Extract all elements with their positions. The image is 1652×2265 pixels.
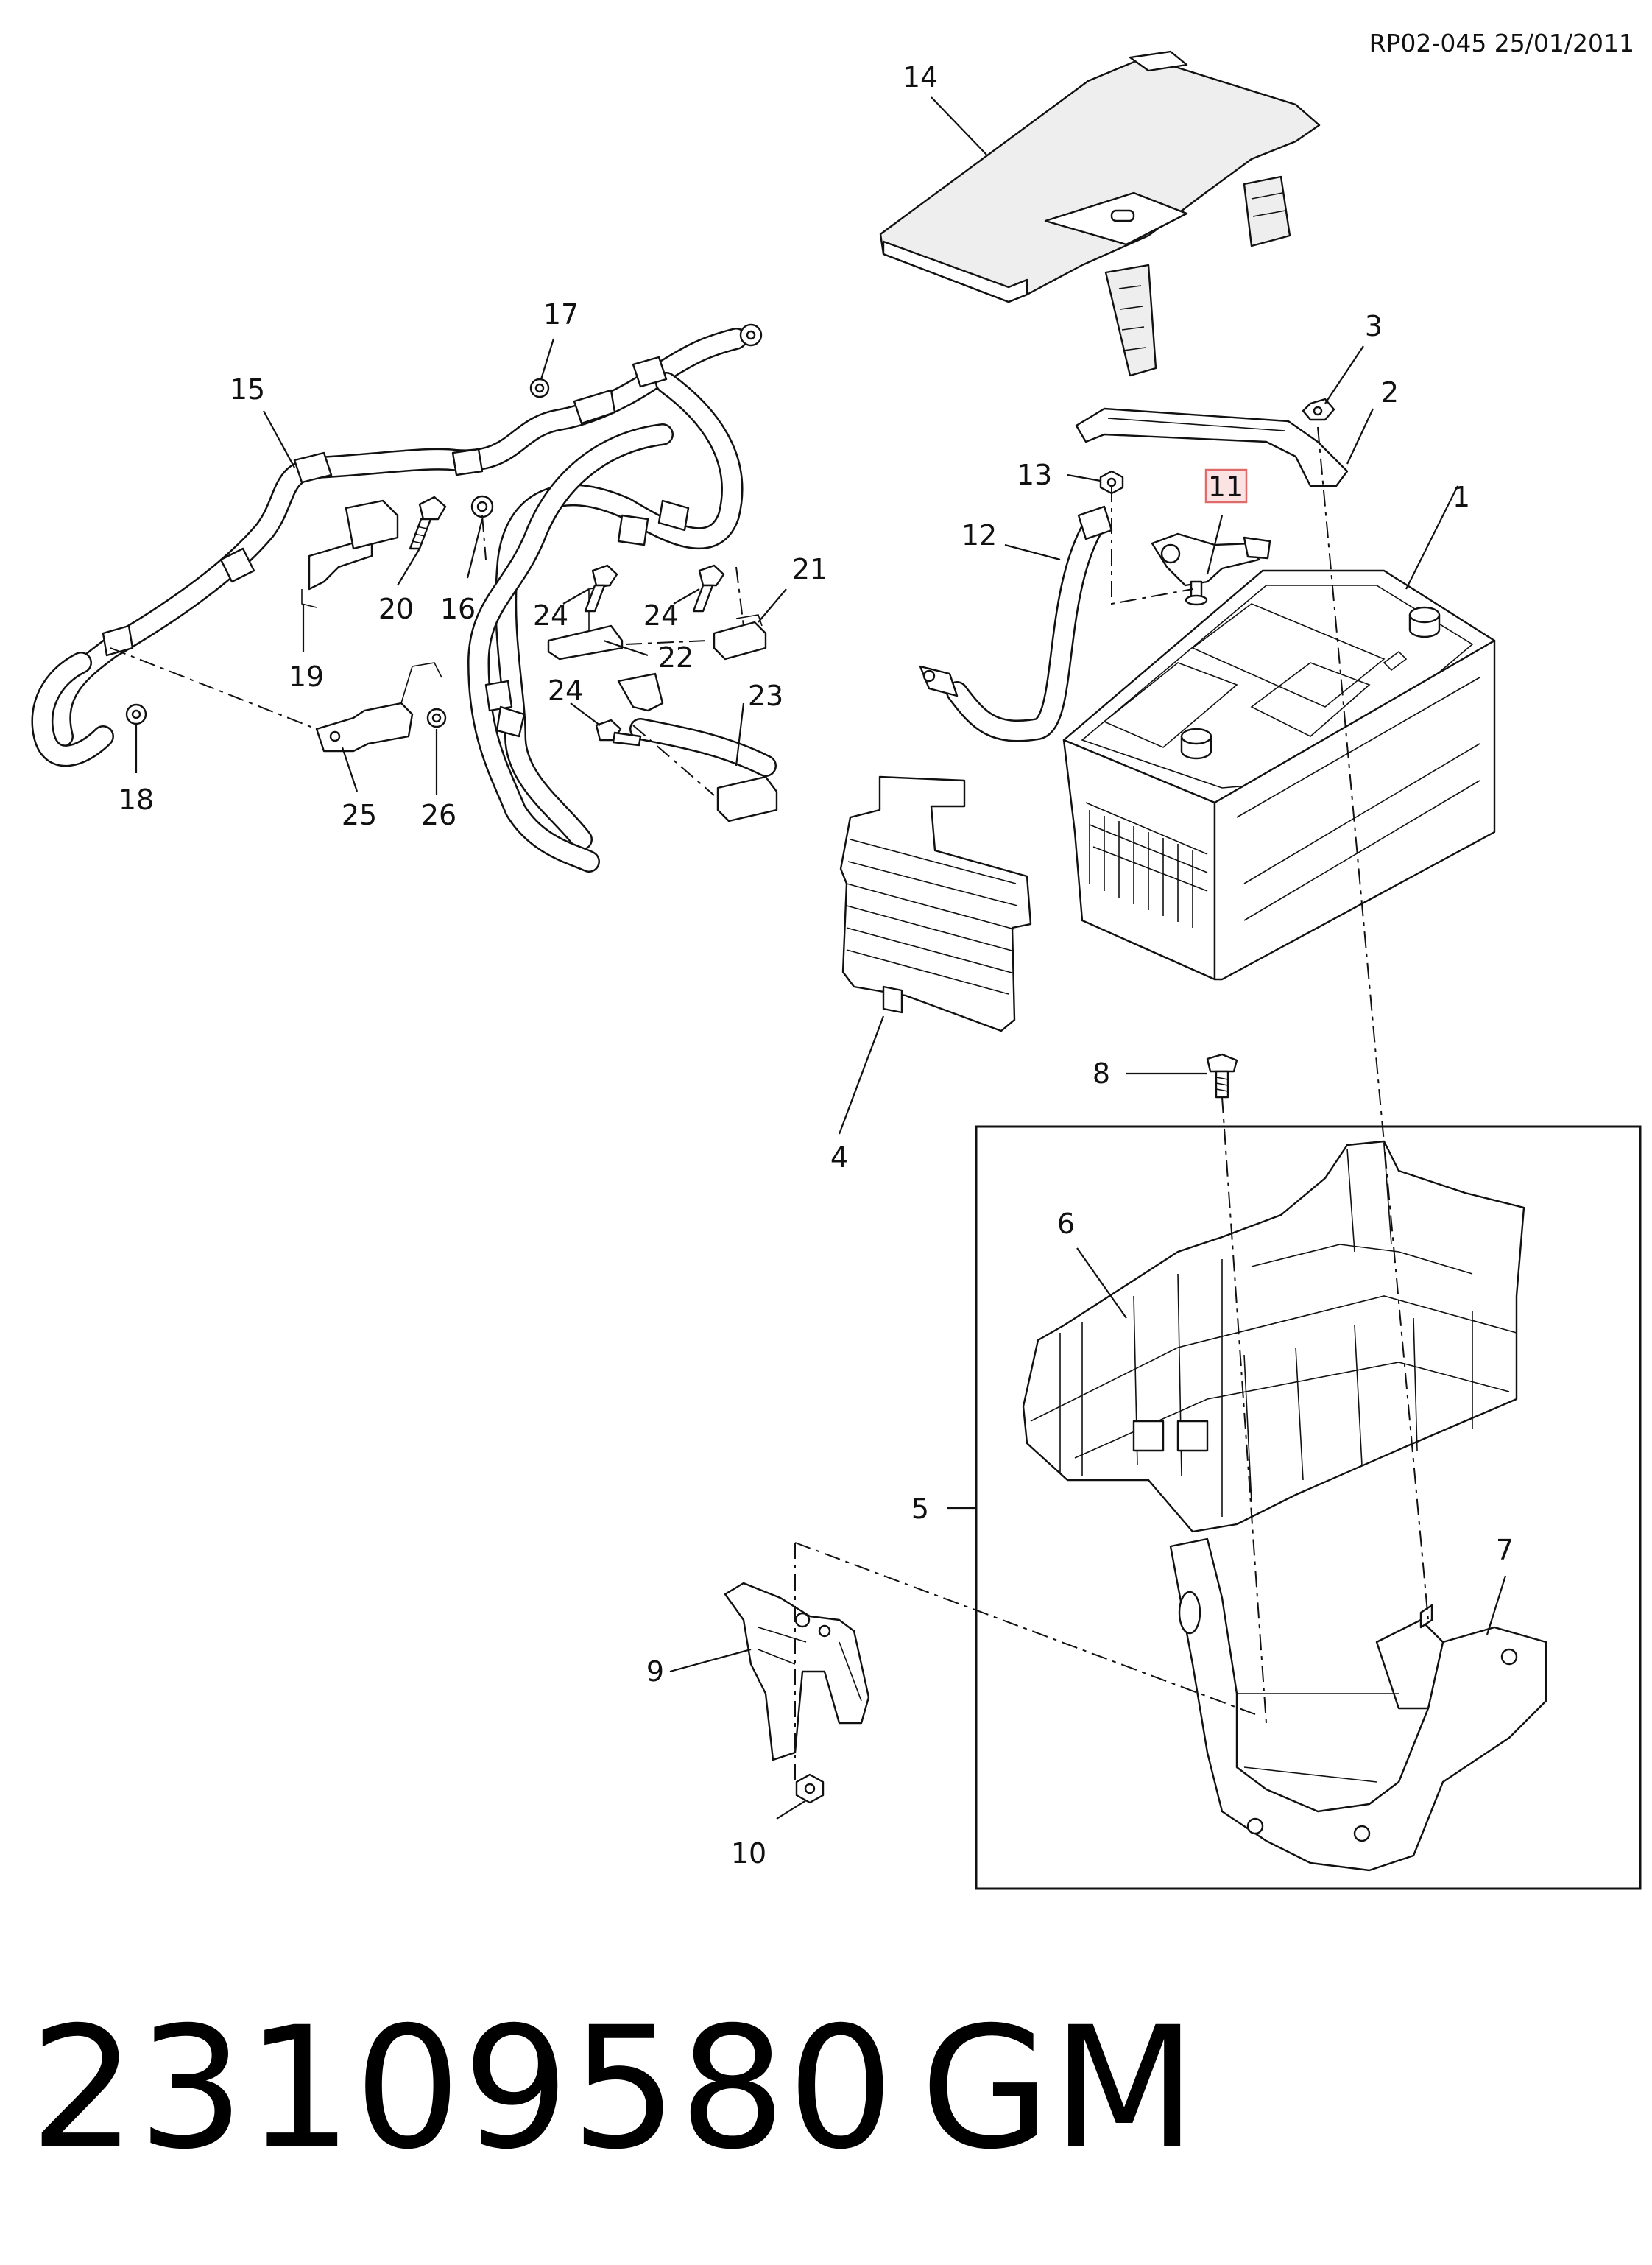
callout-2: 2 <box>1381 376 1399 409</box>
bracket-part-25 <box>315 662 442 753</box>
callout-24-a: 24 <box>533 599 568 632</box>
callout-19: 19 <box>289 661 324 693</box>
callout-3: 3 <box>1365 310 1383 342</box>
callout-4: 4 <box>830 1141 848 1174</box>
bolt-part-24-a <box>584 564 618 613</box>
battery-part-1 <box>1062 569 1496 981</box>
bolt-part-20 <box>409 496 447 550</box>
nut-part-10 <box>795 1773 825 1804</box>
callout-17: 17 <box>543 298 579 331</box>
callout-6: 6 <box>1057 1208 1075 1240</box>
callout-15: 15 <box>230 373 265 406</box>
bracket-part-9 <box>724 1582 870 1761</box>
reference-stamp: RP02-045 25/01/2011 <box>1369 29 1634 57</box>
cable-part-23 <box>617 672 778 822</box>
callout-14: 14 <box>903 61 938 94</box>
callout-21: 21 <box>792 553 827 585</box>
tray-support-part-7 <box>1169 1537 1547 1872</box>
nut-part-13 <box>1099 470 1124 495</box>
callout-11: 11 <box>1208 471 1243 503</box>
part-number: 23109580 <box>29 1990 896 2186</box>
callout-11-highlight <box>1204 468 1248 504</box>
retainer-part-26 <box>426 708 447 728</box>
callout-18: 18 <box>119 783 154 816</box>
battery-cover-part-14 <box>879 50 1321 377</box>
callout-labels: 1 2 3 4 5 6 7 8 9 10 11 12 13 14 15 16 1… <box>119 61 1514 1870</box>
callout-7: 7 <box>1496 1534 1514 1566</box>
callout-22: 22 <box>658 641 693 674</box>
bolt-part-24-c <box>595 719 642 747</box>
callout-24-b: 24 <box>643 599 679 632</box>
hold-down-clamp-part-2 <box>1075 407 1349 487</box>
callout-13: 13 <box>1017 459 1052 491</box>
negative-cable-part-12 <box>919 505 1113 742</box>
battery-sensor-part-11 <box>1151 532 1271 606</box>
callout-20: 20 <box>378 593 414 625</box>
callout-10: 10 <box>731 1837 766 1870</box>
callout-1: 1 <box>1452 481 1470 513</box>
callout-5: 5 <box>911 1493 929 1525</box>
bracket-part-21 <box>713 614 767 661</box>
heat-shield-part-4 <box>839 775 1032 1032</box>
assembly-lines <box>110 426 1429 1782</box>
callout-12: 12 <box>961 519 997 552</box>
brand-label: GM <box>920 1990 1199 2186</box>
callout-8: 8 <box>1092 1057 1110 1090</box>
callout-25: 25 <box>342 799 377 831</box>
callout-23: 23 <box>748 680 783 712</box>
callout-24-c: 24 <box>548 674 583 707</box>
callout-26: 26 <box>421 799 456 831</box>
bracket-part-19 <box>301 499 399 608</box>
leader-lines <box>135 96 1507 1820</box>
retainer-part-16 <box>470 495 494 518</box>
bolt-part-8 <box>1206 1053 1238 1099</box>
retainer-part-17 <box>529 378 550 398</box>
nut-part-3 <box>1302 398 1335 421</box>
callout-9: 9 <box>646 1655 664 1688</box>
battery-tray-part-6 <box>1022 1140 1525 1533</box>
callout-16: 16 <box>440 593 476 625</box>
bolt-part-24-b <box>692 564 725 613</box>
retainer-part-18 <box>125 703 147 725</box>
